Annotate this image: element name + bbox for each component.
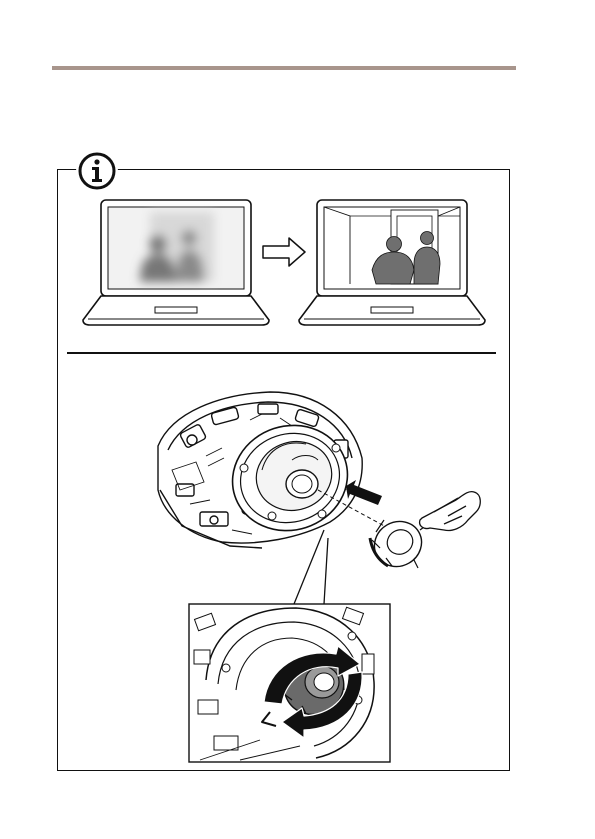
rotation-detail-illustration: [0, 0, 595, 839]
